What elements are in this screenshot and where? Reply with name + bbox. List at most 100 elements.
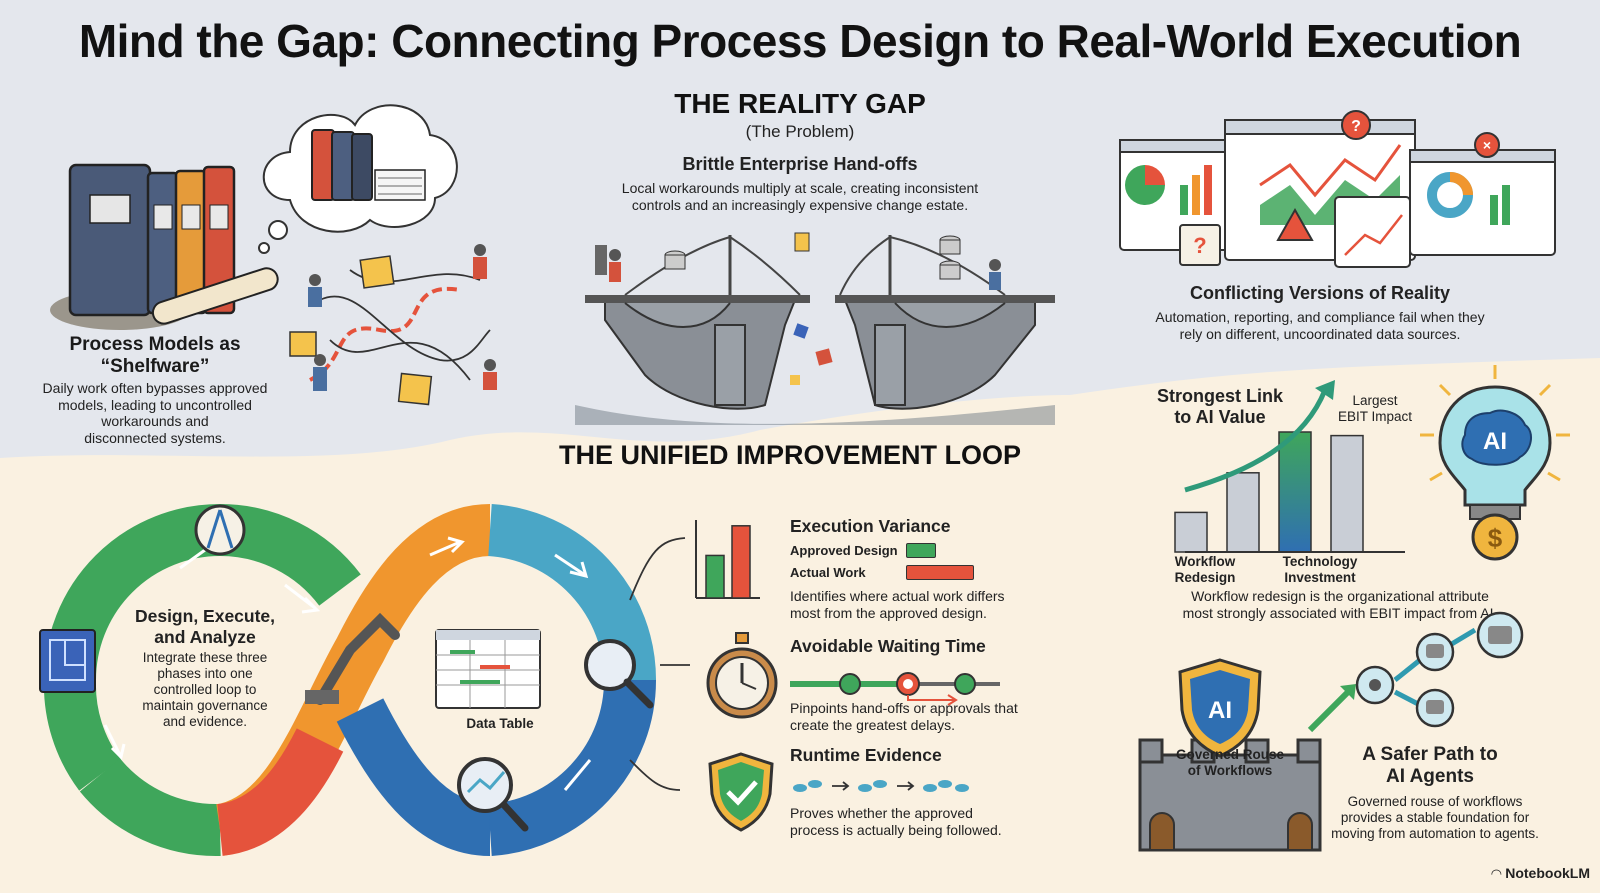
trend-arrow: [1184, 389, 1328, 493]
shelfware-text-line: disconnected systems.: [84, 429, 226, 446]
loop-center-text-line: phases into one: [157, 666, 253, 681]
binder-2: [146, 171, 180, 315]
warning-icon: [1276, 207, 1314, 241]
question-icon: [1341, 110, 1371, 140]
waiting-timeline: [790, 672, 1000, 706]
reality-gap-subheading: (The Problem): [745, 122, 855, 141]
handoffs-text-line: Local workarounds multiply at scale, cre…: [621, 180, 979, 196]
ai-xlabel-technology: Technology Investment: [1265, 554, 1375, 586]
ai-chart-bar: [1174, 511, 1208, 553]
loop-segment-blue: [336, 698, 492, 856]
ai-xlabel-line: Workflow: [1174, 554, 1236, 569]
castle-label-line: Governed Rouse: [1175, 747, 1285, 762]
agents-path-illustration: [1307, 611, 1524, 733]
person-icon: [309, 274, 321, 286]
ai-xlabel-line: Technology: [1282, 554, 1358, 569]
waiting-text-line: create the greatest delays.: [790, 716, 955, 733]
conflicting-title: Conflicting Versions of Reality: [1189, 283, 1451, 303]
dollar-label: $: [1488, 523, 1503, 553]
ai-chart-bar: [1226, 472, 1260, 553]
workaround-scribble: [289, 244, 497, 406]
loop-heading: THE UNIFIED IMPROVEMENT LOOP: [558, 440, 1022, 470]
stopwatch-icon: [706, 632, 778, 719]
person-icon: [989, 259, 1001, 271]
variance-chart-bar: [705, 554, 725, 599]
ai-label: AI: [1483, 428, 1507, 455]
legend-actual-label: Actual Work: [790, 565, 866, 580]
ai-xlabel-line: Investment: [1284, 570, 1356, 585]
conflicting-text-line: Automation, reporting, and compliance fa…: [1155, 309, 1485, 325]
variance-text-line: most from the approved design.: [790, 604, 987, 621]
person-icon: [609, 249, 621, 261]
variance-title: Execution Variance: [790, 516, 951, 536]
loop-center-text-line: Integrate these three: [142, 650, 268, 665]
evidence-text: Proves whether the approved process is a…: [790, 805, 1050, 838]
page-title: Mind the Gap: Connecting Process Design …: [78, 15, 1522, 67]
largest-ebit-line: Largest: [1352, 393, 1398, 408]
dollar-coin-icon: [1471, 513, 1519, 561]
blueprint-icon: [39, 629, 96, 693]
binders-illustration: [50, 163, 279, 330]
shelfware-text: Daily work often bypasses approved model…: [30, 380, 280, 446]
waiting-text: Pinpoints hand-offs or approvals that cr…: [790, 700, 1050, 733]
waiting-text-line: Pinpoints hand-offs or approvals that: [790, 700, 1018, 716]
ai-value-text: Workflow redesign is the organizational …: [1110, 588, 1570, 621]
svg-text:×: ×: [1483, 137, 1491, 153]
shield-check-icon: [708, 752, 774, 832]
ai-chart-bar: [1278, 431, 1312, 553]
brand-text: NotebookLM: [1505, 865, 1590, 881]
legend-approved-label: Approved Design: [790, 543, 898, 558]
robot-arm-icon: [315, 612, 400, 705]
agents-text-line: Governed rouse of workflows: [1347, 794, 1523, 809]
loop-center-title-line: Design, Execute,: [134, 606, 276, 626]
agents-text-line: provides a stable foundation for: [1340, 810, 1530, 825]
data-table-label: Data Table: [466, 716, 534, 731]
magnifier-icon: [584, 639, 636, 691]
ai-value-title: Strongest Link to AI Value: [1145, 386, 1295, 428]
handoffs-text-line: controls and an increasingly expensive c…: [631, 196, 969, 213]
legend-approved-swatch: [906, 543, 936, 558]
compass-icon: [194, 504, 246, 556]
shelfware-title: Process Models as “Shelfware”: [40, 334, 270, 378]
svg-text:?: ?: [1193, 233, 1206, 258]
variance-text: Identifies where actual work differs mos…: [790, 588, 1050, 621]
agents-title-line: A Safer Path to: [1362, 744, 1498, 765]
governed-castle-illustration: AI: [1138, 658, 1322, 852]
close-icon: [1474, 132, 1500, 158]
ai-xlabel-workflow: Workflow Redesign: [1160, 554, 1250, 586]
variance-chart-bar: [731, 525, 751, 599]
loop-center-text-line: maintain governance: [142, 698, 268, 713]
sticky-note: [397, 372, 433, 406]
binder-1: [68, 163, 152, 317]
sticky-note: [289, 331, 317, 357]
loop-center-title-line: and Analyze: [154, 627, 256, 647]
brand-label: ◠ NotebookLM: [1480, 865, 1590, 882]
shelfware-title-line: Process Models as: [69, 334, 241, 355]
variance-text-line: Identifies where actual work differs: [790, 588, 1005, 604]
conflicting-text-line: rely on different, uncoordinated data so…: [1179, 325, 1461, 342]
scroll: [151, 267, 279, 325]
binder-4: [202, 165, 236, 315]
ai-xlabel-line: Redesign: [1174, 570, 1236, 585]
person-icon: [474, 244, 486, 256]
agents-text: Governed rouse of workflows provides a s…: [1320, 794, 1550, 842]
ai-value-title-line: to AI Value: [1174, 407, 1266, 427]
ai-value-title-line: Strongest Link: [1156, 386, 1283, 406]
waiting-title: Avoidable Waiting Time: [790, 636, 986, 656]
evidence-text-line: Proves whether the approved: [790, 805, 973, 821]
loop-center-text-line: controlled loop to: [153, 682, 257, 697]
ai-value-text-line: most strongly associated with EBIT impac…: [1182, 604, 1498, 621]
shelfware-title-line: “Shelfware”: [100, 356, 210, 377]
broken-bridge-illustration: [575, 232, 1055, 425]
person-icon: [314, 354, 326, 366]
agents-title: A Safer Path to AI Agents: [1330, 744, 1530, 788]
castle-label: Governed Rouse of Workflows: [1150, 747, 1310, 779]
infinity-loop-diagram: [39, 504, 690, 857]
conflicting-text: Automation, reporting, and compliance fa…: [1110, 309, 1530, 342]
ai-value-text-line: Workflow redesign is the organizational …: [1191, 588, 1489, 604]
loop-segment-green-bottom: [79, 757, 221, 857]
loop-center-text-line: and evidence.: [162, 714, 248, 729]
dashboards-illustration: ? × ?: [1119, 110, 1556, 268]
ai-chart-bar: [1330, 434, 1364, 553]
ai-value-chart: [1174, 380, 1405, 553]
